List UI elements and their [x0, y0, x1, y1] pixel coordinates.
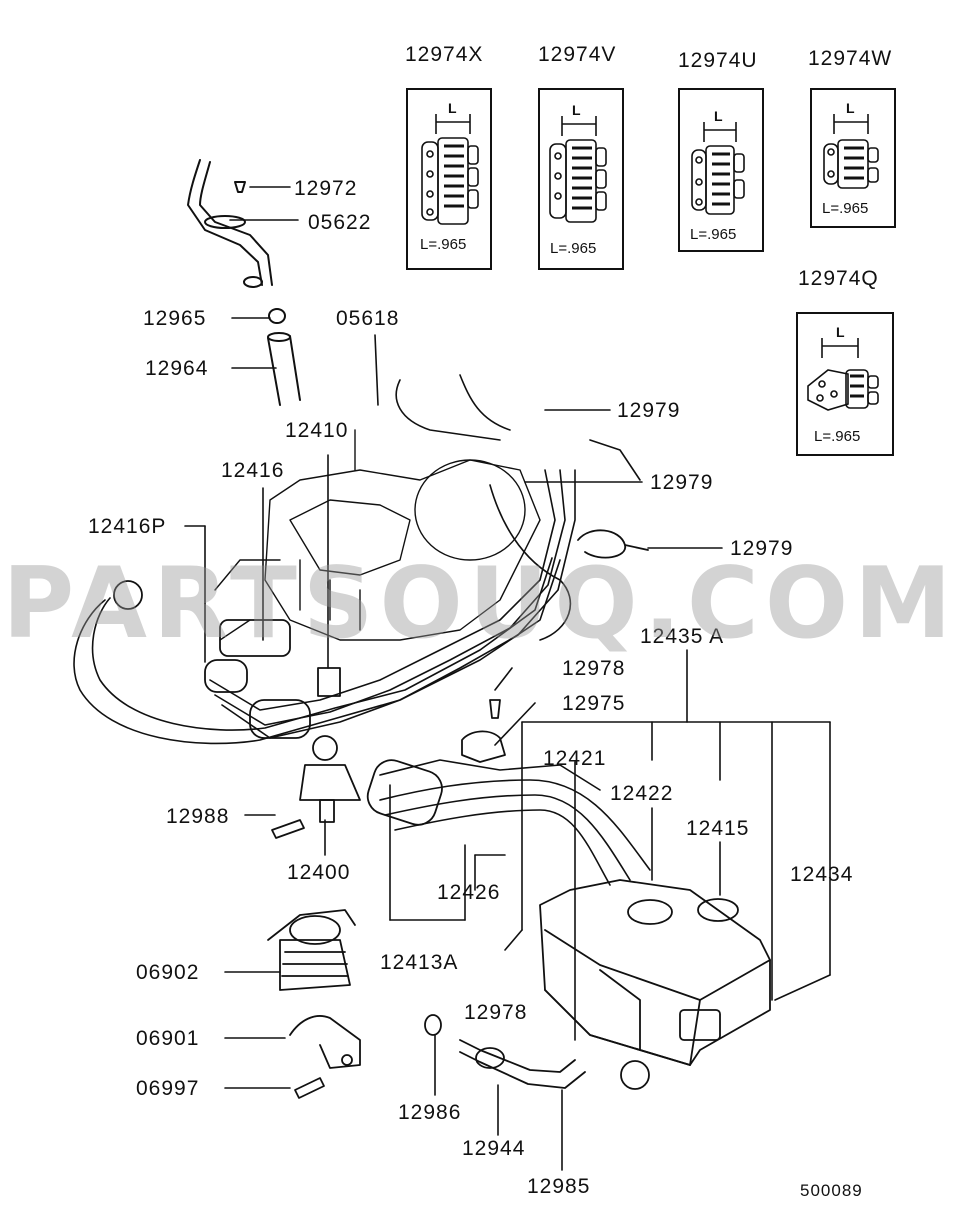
- callout-05622: 05622: [308, 211, 372, 234]
- inset-title-12974u: 12974U: [678, 49, 758, 72]
- inset-box-12974x: L L=.965: [406, 88, 492, 270]
- callout-12979-top: 12979: [617, 399, 681, 422]
- control-unit-box: [539, 879, 771, 1090]
- dimension-label: L: [572, 102, 581, 118]
- boot-06902: [267, 909, 356, 991]
- connector-icon: [549, 116, 607, 223]
- callout-12964: 12964: [145, 357, 209, 380]
- callout-12972: 12972: [294, 177, 358, 200]
- callout-12434: 12434: [790, 863, 854, 886]
- inset-title-12974q: 12974Q: [798, 267, 879, 290]
- connector-icon: [807, 338, 879, 411]
- callout-12986: 12986: [398, 1101, 462, 1124]
- engine-outline: [214, 429, 541, 641]
- length-value: L=.965: [814, 428, 861, 445]
- inset-title-12974w: 12974W: [808, 47, 893, 70]
- inset-box-12974v: L L=.965: [538, 88, 624, 270]
- callout-06902: 06902: [136, 961, 200, 984]
- callout-06901: 06901: [136, 1027, 200, 1050]
- inset-box-12974u: L L=.965: [678, 88, 764, 252]
- callout-12400: 12400: [287, 861, 351, 884]
- callout-12944: 12944: [462, 1137, 526, 1160]
- callout-12985: 12985: [527, 1175, 591, 1198]
- callout-12416p: 12416P: [88, 515, 167, 538]
- dimension-label: L: [714, 108, 723, 124]
- callout-12435a: 12435 A: [640, 625, 725, 648]
- connector-icon: [421, 114, 479, 225]
- length-value: L=.965: [690, 226, 737, 243]
- callout-12975: 12975: [562, 692, 626, 715]
- bolt-06997: [294, 1077, 325, 1099]
- callout-12988: 12988: [166, 805, 230, 828]
- inset-title-12974v: 12974V: [538, 43, 617, 66]
- callout-12979-right: 12979: [730, 537, 794, 560]
- inset-title-12974x: 12974X: [405, 43, 484, 66]
- connector-icon: [691, 122, 745, 215]
- dimension-label: L: [448, 100, 457, 116]
- reference-code: 500089: [800, 1181, 863, 1200]
- ignition-coil: [219, 619, 361, 839]
- callout-12416: 12416: [221, 459, 285, 482]
- callout-12415: 12415: [686, 817, 750, 840]
- watermark: PARTSOUQ.COM: [2, 547, 958, 661]
- length-value: L=.965: [420, 236, 467, 253]
- clamp-12975: [461, 699, 506, 763]
- tie-strap-12979: [577, 529, 649, 559]
- callout-12965: 12965: [143, 307, 207, 330]
- hose-12985: [424, 1014, 586, 1089]
- callout-12422: 12422: [610, 782, 674, 805]
- callout-12426: 12426: [437, 881, 501, 904]
- callout-12410: 12410: [285, 419, 349, 442]
- callout-12978-bottom: 12978: [464, 1001, 528, 1024]
- length-value: L=.965: [822, 200, 869, 217]
- callout-12978-top: 12978: [562, 657, 626, 680]
- callout-06997: 06997: [136, 1077, 200, 1100]
- harness-sleeves: [113, 580, 443, 826]
- dimension-label: L: [846, 100, 855, 116]
- bracket-06901: [289, 1015, 361, 1069]
- callout-12979-mid: 12979: [650, 471, 714, 494]
- callout-05618: 05618: [336, 307, 400, 330]
- connector-icon: [823, 114, 879, 189]
- harness-wires: [73, 374, 651, 886]
- inset-box-12974q: L L=.965: [796, 312, 894, 456]
- vacuum-hose-assembly: [187, 159, 301, 406]
- dimension-label: L: [836, 324, 845, 340]
- length-value: L=.965: [550, 240, 597, 257]
- callout-12421: 12421: [543, 747, 607, 770]
- callout-12413a: 12413A: [380, 951, 459, 974]
- leader-lines: [184, 186, 831, 1171]
- inset-box-12974w: L L=.965: [810, 88, 896, 228]
